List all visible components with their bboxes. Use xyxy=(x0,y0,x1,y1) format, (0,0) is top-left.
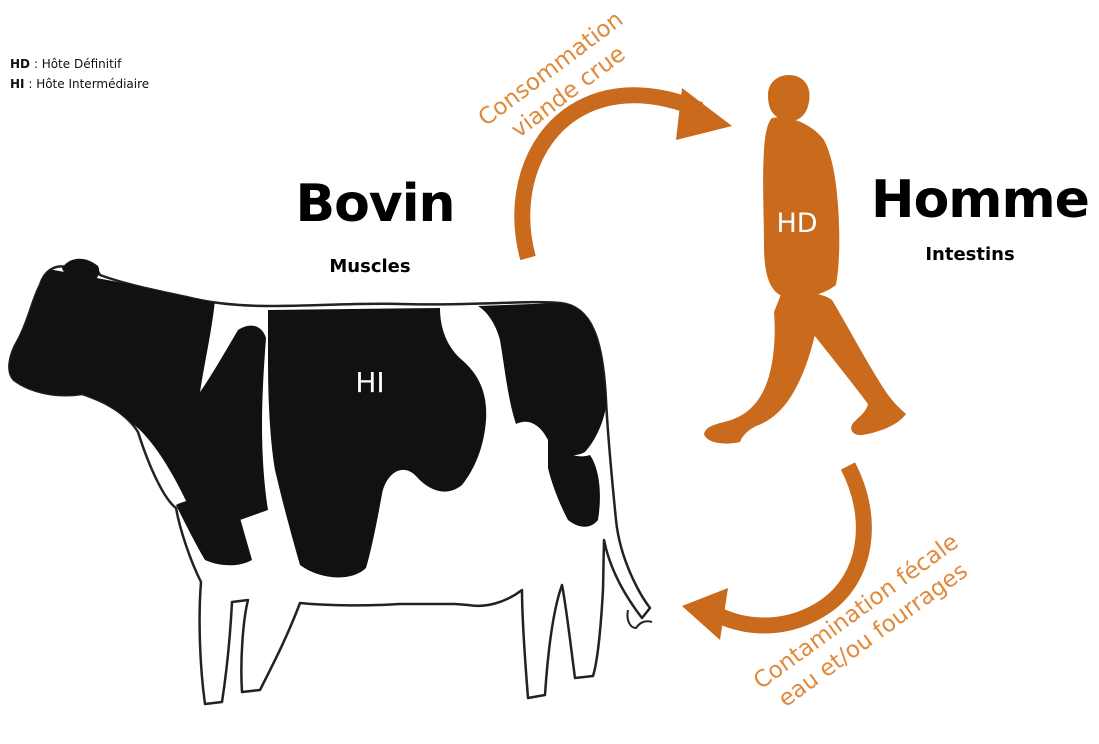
definitive-host-name: Homme xyxy=(860,170,1099,230)
legend-hd-key: HD xyxy=(10,57,30,71)
intermediate-host-name: Bovin xyxy=(280,174,470,234)
man-head xyxy=(768,75,810,121)
walking-man-icon xyxy=(704,75,906,444)
man-front-leg xyxy=(704,292,820,444)
legend-hi-separator: : xyxy=(25,77,37,91)
definitive-host-organ: Intestins xyxy=(900,244,1040,265)
legend-hd-text: Hôte Définitif xyxy=(42,57,122,71)
intermediate-host-code: HI xyxy=(335,366,405,399)
legend-hi: HI : Hôte Intermédiaire xyxy=(10,74,149,94)
cow-icon xyxy=(0,259,652,704)
legend-hi-text: Hôte Intermédiaire xyxy=(36,77,149,91)
legend-hd-separator: : xyxy=(30,57,42,71)
legend-hd: HD : Hôte Définitif xyxy=(10,54,149,74)
definitive-host-code: HD xyxy=(762,208,832,239)
legend: HD : Hôte Définitif HI : Hôte Intermédia… xyxy=(10,54,149,94)
legend-hi-key: HI xyxy=(10,77,25,91)
intermediate-host-organ: Muscles xyxy=(300,256,440,277)
